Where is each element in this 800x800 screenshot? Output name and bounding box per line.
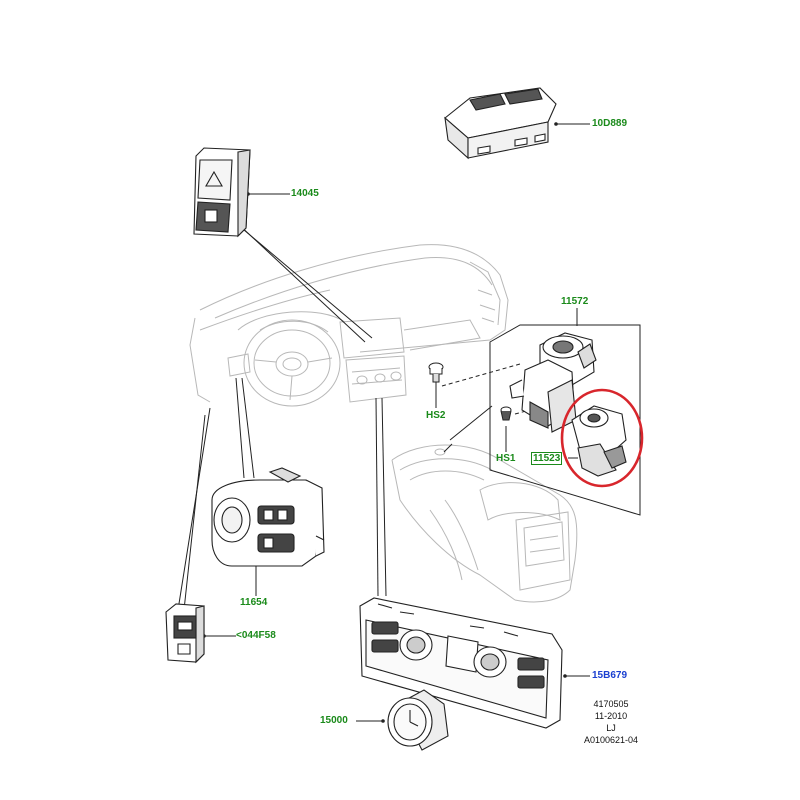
- callout-15000: 15000: [320, 715, 348, 726]
- callout-10D889: 10D889: [592, 118, 628, 129]
- headlamp-switch-11654: [211, 467, 325, 567]
- screw-hs2: [428, 362, 444, 383]
- highlight-circle: [560, 388, 644, 488]
- reference-line-3: LJ: [606, 723, 616, 733]
- callout-11523: 11523: [531, 452, 563, 465]
- shift-mount-point: [443, 443, 453, 453]
- switch-pack-10D889: [444, 87, 557, 160]
- reference-line-1: 4170505: [593, 699, 629, 709]
- reference-line-2: 11-2010: [594, 711, 628, 721]
- callout-11572: 11572: [561, 296, 589, 307]
- center-console-outline: [391, 444, 578, 603]
- obd-cover-044F58: [165, 603, 205, 664]
- reference-block: 4170505 11-2010 LJ A0100621-04: [576, 698, 646, 746]
- ignition-assembly-11572: [509, 332, 597, 433]
- callout-15B679: 15B679: [592, 670, 628, 681]
- lock-barrel-11523: [571, 405, 627, 477]
- callout-11654: 11654: [240, 597, 268, 608]
- callout-hs2: HS2: [426, 410, 446, 421]
- dashed-lines: [441, 363, 531, 415]
- clock-15000: [387, 689, 449, 751]
- climate-panel-15B679: [359, 597, 563, 729]
- reference-line-4: A0100621-04: [583, 735, 639, 745]
- screw-hs1: [500, 406, 512, 421]
- callout-044F58: <044F58: [236, 630, 276, 641]
- dashboard-outline: [189, 244, 509, 407]
- callout-14045: 14045: [291, 188, 319, 199]
- hazard-switch-14045: [193, 147, 251, 238]
- callout-hs1: HS1: [496, 453, 516, 464]
